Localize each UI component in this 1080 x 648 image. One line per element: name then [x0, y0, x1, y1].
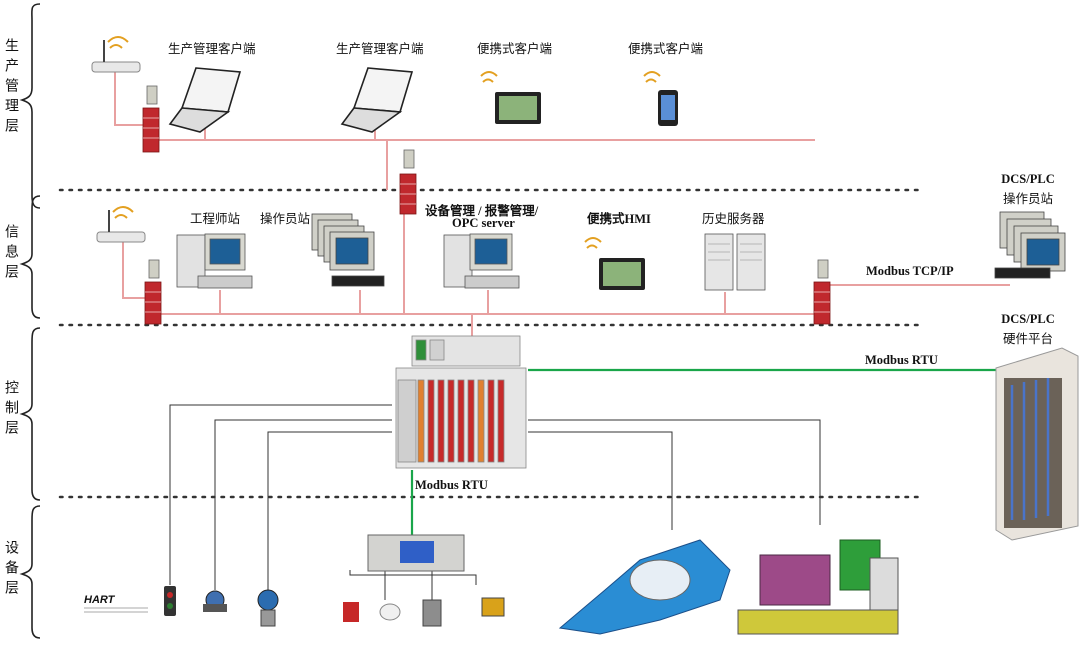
layer-braces [19, 3, 41, 639]
router-icon-info [96, 206, 146, 243]
label-production-client-2: 生产管理客户端 [336, 41, 424, 56]
router-icon-top [91, 36, 141, 73]
fire-alarm-icon [343, 602, 359, 622]
layer-label-production: 生产管理层 [3, 38, 19, 138]
monitor-panel-icon [367, 534, 465, 572]
label-dcs-operator-sub: 操作员站 [1002, 191, 1053, 206]
label-portable-hmi: 便携式HMI [587, 212, 651, 226]
signal-lines [169, 404, 821, 600]
hart-logo-graphic [84, 607, 148, 613]
dcs-operator-station-icon [994, 211, 1066, 279]
flame-detector-icon [481, 597, 505, 617]
portable-hmi-icon [584, 237, 645, 290]
operator-station-icon [311, 213, 385, 287]
layer-separators [58, 188, 922, 499]
label-modbus-rtu-bottom: Modbus RTU [415, 478, 488, 492]
small-server-icons [146, 85, 829, 279]
layer-label-control: 控制层 [3, 380, 19, 440]
gas-detector-icon [422, 599, 442, 627]
dcs-hardware-cabinet-icon [995, 347, 1079, 541]
label-portable-client-1: 便携式客户端 [477, 41, 553, 56]
turbine-icon [558, 539, 731, 635]
label-dcs-hardware-title: DCS/PLC [1001, 312, 1055, 326]
label-modbus-tcp: Modbus TCP/IP [866, 264, 954, 278]
laptop-icon-1 [168, 67, 242, 133]
label-modbus-rtu-top: Modbus RTU [865, 353, 938, 367]
asset-management-station-icon [443, 233, 520, 289]
label-production-client-1: 生产管理客户端 [168, 41, 256, 56]
label-dcs-hardware-sub: 硬件平台 [1002, 331, 1053, 346]
phone-icon [643, 71, 678, 126]
pressure-transmitter-icon [257, 589, 279, 627]
engineer-station-icon [176, 233, 253, 289]
tablet-icon [480, 71, 541, 124]
label-engineer-station: 工程师站 [190, 211, 241, 226]
layer-label-information: 信息层 [3, 224, 19, 284]
history-server-icon [704, 233, 766, 291]
label-opc-server: OPC server [452, 216, 515, 230]
information-network [122, 240, 1010, 340]
compressor-unit-icon [737, 539, 899, 635]
smoke-detector-icon [379, 603, 401, 621]
label-dcs-operator-title: DCS/PLC [1001, 172, 1055, 186]
label-asset-management: 设备管理 / 报警管理/ [425, 204, 539, 218]
label-history-server: 历史服务器 [702, 211, 765, 226]
controller-rack-icon [395, 335, 527, 469]
label-operator-station: 操作员站 [260, 211, 311, 226]
signal-tower-icon [164, 586, 176, 616]
layer-label-device: 设备层 [3, 540, 19, 600]
laptop-icon-2 [340, 67, 414, 133]
hart-logo: HART [84, 594, 115, 606]
label-portable-client-2: 便携式客户端 [628, 41, 704, 56]
flow-meter-icon [203, 590, 227, 612]
rtu-lines [410, 368, 1000, 535]
